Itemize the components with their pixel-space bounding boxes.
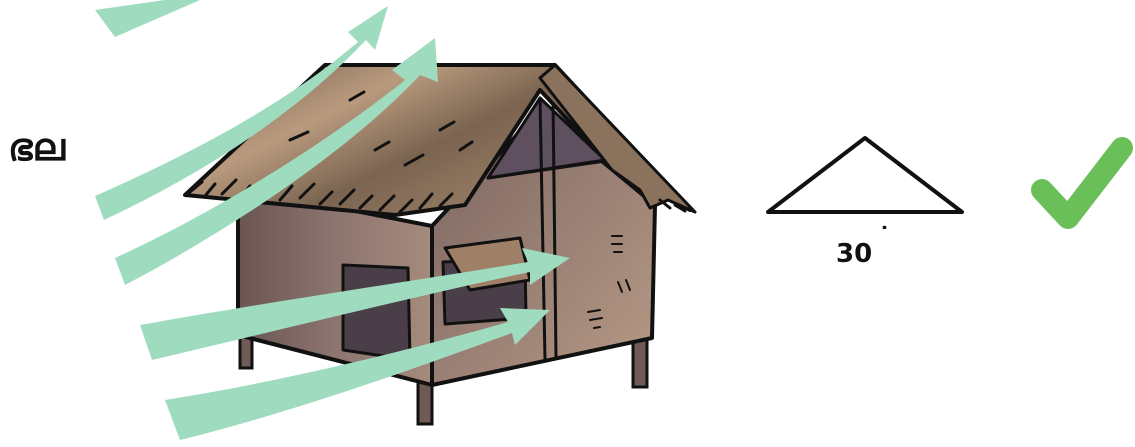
roof-pitch-triangle-icon <box>768 138 962 212</box>
check-mark-icon <box>1042 148 1122 218</box>
wind-arrow-top-partial <box>95 0 200 37</box>
angle-label: 30 <box>836 239 872 269</box>
hut-door <box>343 265 410 360</box>
angle-degree-mark: ˙ <box>878 223 891 253</box>
side-label: ഭല <box>8 125 66 169</box>
